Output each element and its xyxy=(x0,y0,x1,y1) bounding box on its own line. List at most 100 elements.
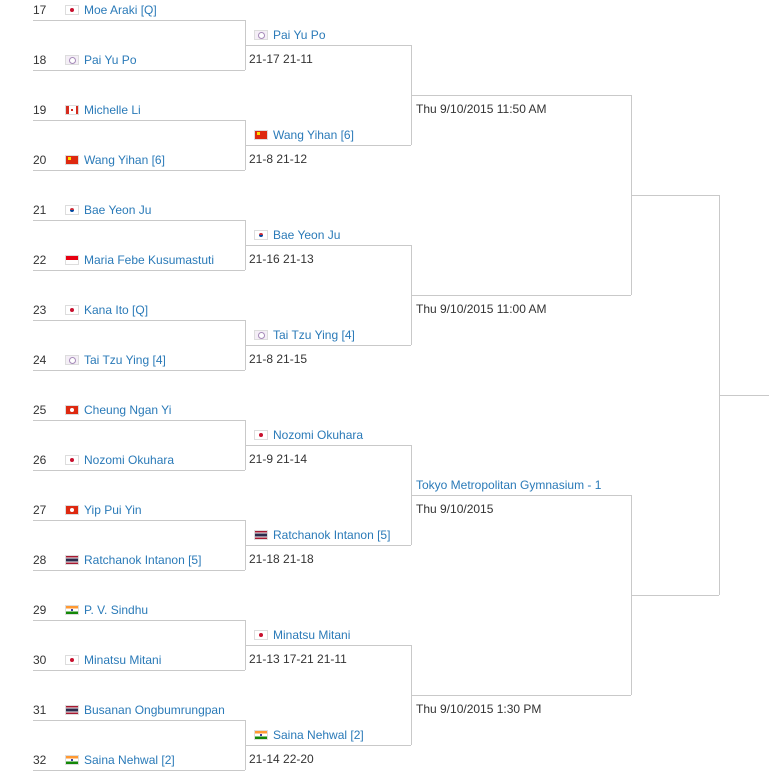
draw-position: 32 xyxy=(33,753,47,767)
bracket-line xyxy=(245,145,411,146)
flag-icon xyxy=(254,730,268,740)
bracket-line xyxy=(33,570,245,571)
bracket-line xyxy=(245,445,411,446)
draw-position: 20 xyxy=(33,153,47,167)
bracket-line xyxy=(411,45,412,145)
bracket-line xyxy=(411,95,631,96)
bracket-line xyxy=(33,270,245,271)
winner-link[interactable]: Pai Yu Po xyxy=(273,28,326,42)
bracket-line xyxy=(411,695,631,696)
bracket-line xyxy=(33,470,245,471)
bracket-line xyxy=(411,645,412,745)
flag-icon xyxy=(65,105,79,115)
flag-icon xyxy=(65,355,79,365)
match-score: 21-8 21-15 xyxy=(249,352,308,366)
draw-position: 26 xyxy=(33,453,47,467)
bracket-line xyxy=(245,320,246,370)
flag-icon xyxy=(65,205,79,215)
flag-icon xyxy=(254,130,268,140)
flag-icon xyxy=(65,605,79,615)
player-link[interactable]: Nozomi Okuhara xyxy=(84,453,175,467)
match-time: Thu 9/10/2015 xyxy=(416,502,494,516)
flag-icon xyxy=(65,505,79,515)
player-link[interactable]: P. V. Sindhu xyxy=(84,603,149,617)
player-link[interactable]: Maria Febe Kusumastuti xyxy=(84,253,215,267)
player-link[interactable]: Tai Tzu Ying [4] xyxy=(84,353,166,367)
bracket-line xyxy=(411,495,631,496)
player-link[interactable]: Kana Ito [Q] xyxy=(84,303,149,317)
player-link[interactable]: Pai Yu Po xyxy=(84,53,137,67)
winner-link[interactable]: Minatsu Mitani xyxy=(273,628,351,642)
flag-icon xyxy=(65,655,79,665)
bracket-line xyxy=(245,620,246,670)
bracket-line xyxy=(33,170,245,171)
bracket-line xyxy=(33,620,245,621)
draw-position: 17 xyxy=(33,3,47,17)
draw-position: 29 xyxy=(33,603,47,617)
bracket-line xyxy=(245,220,246,270)
winner-link[interactable]: Wang Yihan [6] xyxy=(273,128,354,142)
match-time: Thu 9/10/2015 11:50 AM xyxy=(416,102,547,116)
bracket-line xyxy=(33,420,245,421)
winner-link[interactable]: Nozomi Okuhara xyxy=(273,428,364,442)
flag-icon xyxy=(65,455,79,465)
bracket-line xyxy=(33,370,245,371)
flag-icon xyxy=(65,555,79,565)
player-link[interactable]: Bae Yeon Ju xyxy=(84,203,152,217)
bracket-line xyxy=(33,720,245,721)
flag-icon xyxy=(254,230,268,240)
player-link[interactable]: Cheung Ngan Yi xyxy=(84,403,172,417)
bracket-line xyxy=(33,120,245,121)
draw-position: 22 xyxy=(33,253,47,267)
winner-link[interactable]: Bae Yeon Ju xyxy=(273,228,341,242)
winner-link[interactable]: Ratchanok Intanon [5] xyxy=(273,528,391,542)
flag-icon xyxy=(65,755,79,765)
bracket-line xyxy=(33,220,245,221)
bracket-line xyxy=(411,295,631,296)
bracket-line xyxy=(33,670,245,671)
player-link[interactable]: Michelle Li xyxy=(84,103,141,117)
match-score: 21-17 21-11 xyxy=(249,52,313,66)
player-link[interactable]: Yip Pui Yin xyxy=(84,503,142,517)
match-time: Thu 9/10/2015 11:00 AM xyxy=(416,302,547,316)
draw-position: 19 xyxy=(33,103,47,117)
flag-icon xyxy=(254,330,268,340)
draw-position: 27 xyxy=(33,503,47,517)
flag-icon xyxy=(65,255,79,265)
flag-icon xyxy=(65,305,79,315)
bracket-line xyxy=(33,770,245,771)
match-time: Thu 9/10/2015 1:30 PM xyxy=(416,702,542,716)
bracket-line xyxy=(245,545,411,546)
draw-position: 21 xyxy=(33,203,47,217)
flag-icon xyxy=(65,55,79,65)
flag-icon xyxy=(254,630,268,640)
player-link[interactable]: Ratchanok Intanon [5] xyxy=(84,553,202,567)
bracket-line xyxy=(719,195,720,595)
flag-icon xyxy=(254,30,268,40)
bracket-line xyxy=(33,70,245,71)
flag-icon xyxy=(65,155,79,165)
bracket-line xyxy=(245,745,411,746)
player-link[interactable]: Saina Nehwal [2] xyxy=(84,753,175,767)
match-score: 21-8 21-12 xyxy=(249,152,308,166)
draw-position: 23 xyxy=(33,303,47,317)
draw-position: 18 xyxy=(33,53,47,67)
player-link[interactable]: Wang Yihan [6] xyxy=(84,153,165,167)
winner-link[interactable]: Tai Tzu Ying [4] xyxy=(273,328,355,342)
venue-link[interactable]: Tokyo Metropolitan Gymnasium - 1 xyxy=(416,478,602,492)
winner-link[interactable]: Saina Nehwal [2] xyxy=(273,728,364,742)
player-link[interactable]: Minatsu Mitani xyxy=(84,653,162,667)
bracket-line xyxy=(631,595,719,596)
bracket-line xyxy=(245,420,246,470)
player-link[interactable]: Moe Araki [Q] xyxy=(84,3,157,17)
bracket-line xyxy=(631,195,719,196)
flag-icon xyxy=(65,5,79,15)
player-link[interactable]: Busanan Ongbumrungpan xyxy=(84,703,225,717)
bracket-line xyxy=(245,45,411,46)
match-score: 21-16 21-13 xyxy=(249,252,314,266)
bracket-line xyxy=(245,720,246,770)
bracket-line xyxy=(631,95,632,295)
bracket-line xyxy=(245,245,411,246)
bracket-line xyxy=(411,245,412,345)
draw-position: 25 xyxy=(33,403,47,417)
